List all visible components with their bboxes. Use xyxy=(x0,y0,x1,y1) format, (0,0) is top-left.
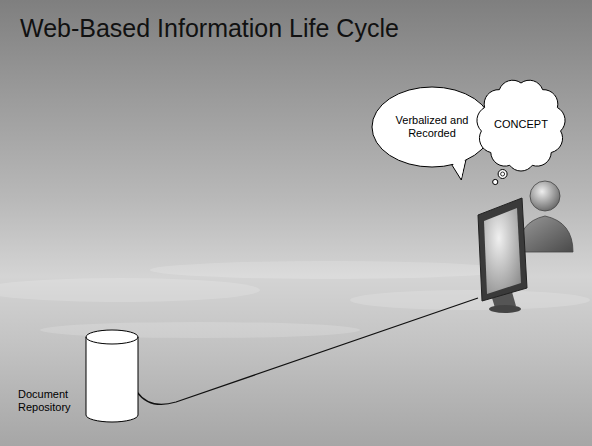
thought-cloud: CONCEPT xyxy=(475,77,567,173)
database-cylinder-outline xyxy=(86,330,138,422)
person-icon xyxy=(518,181,573,252)
node-text: CONCEPT xyxy=(494,118,548,131)
speech-bubble: Verbalized and Recorded xyxy=(371,86,493,168)
cable xyxy=(137,298,478,404)
monitor-icon xyxy=(478,198,527,313)
node-label: Document Repository xyxy=(18,388,82,414)
slide-title: Web-Based Information Life Cycle xyxy=(20,14,399,43)
node-text: Verbalized and Recorded xyxy=(392,114,472,140)
database-cylinder: Document Repository xyxy=(86,330,138,422)
